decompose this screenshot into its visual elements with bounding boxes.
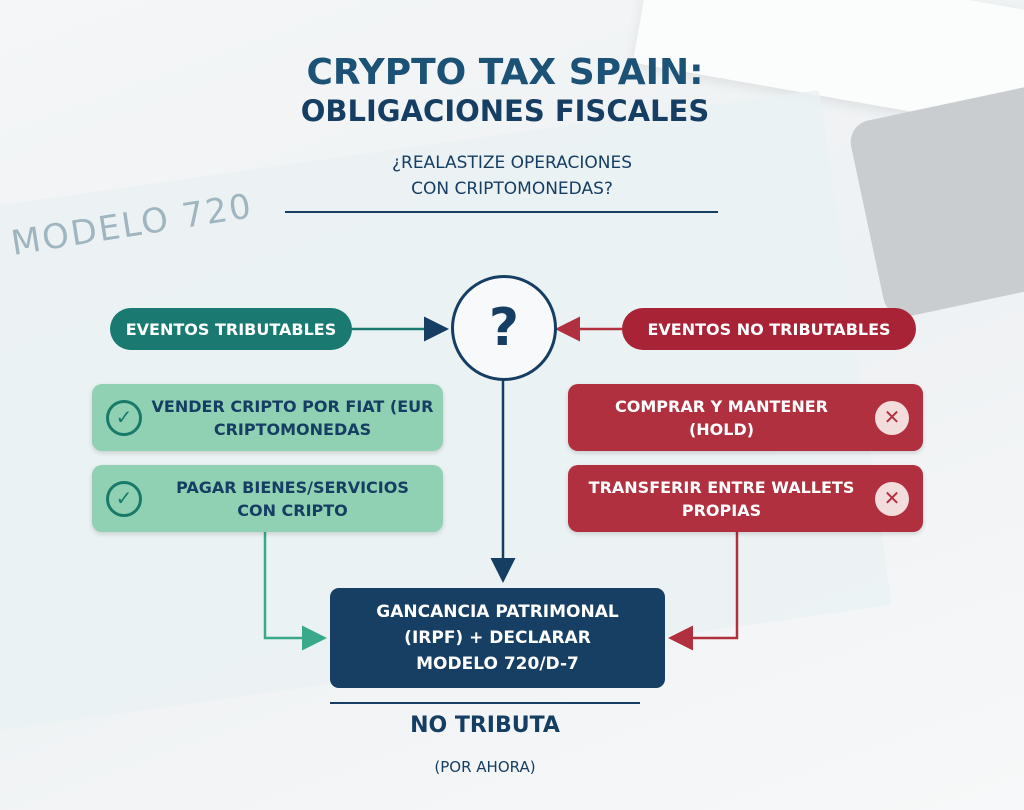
result-line: GANCANCIA PATRIMONAL: [376, 602, 619, 622]
item-text: VENDER CRIPTO POR FIAT (EUR: [151, 396, 434, 416]
no-tax-note: (POR AHORA): [434, 758, 536, 776]
item-text: CRIPTOMONEDAS: [213, 419, 372, 439]
arrow-taxable-to-result: [263, 532, 327, 651]
taxable-events-label: EVENTOS TRIBUTABLES: [110, 308, 352, 350]
x-circle-icon: ✕: [875, 400, 909, 435]
non-taxable-item-hold: COMPRAR Y MANTENER (HOLD) ✕: [568, 384, 923, 451]
check-circle-icon: ✓: [106, 480, 142, 517]
taxable-item-pay: ✓ PAGAR BIENES/SERVICIOS CON CRIPTO: [92, 465, 443, 532]
result-line: (IRPF) + DECLARAR: [404, 628, 591, 648]
taxable-item-sell: ✓ VENDER CRIPTO POR FIAT (EUR CRIPTOMONED…: [92, 384, 443, 451]
divider: [285, 211, 718, 213]
item-text: (HOLD): [688, 419, 755, 439]
question-line-1: ¿REALASTIZE OPERACIONES: [391, 153, 633, 173]
page-subtitle: OBLIGACIONES FISCALES: [300, 94, 710, 128]
non-taxable-item-transfer: TRANSFERIR ENTRE WALLETS PROPIAS ✕: [568, 465, 923, 532]
item-text: COMPRAR Y MANTENER: [615, 396, 828, 416]
item-text: PAGAR BIENES/SERVICIOS: [176, 477, 409, 497]
check-circle-icon: ✓: [106, 399, 142, 436]
question-line-2: CON CRIPTOMONEDAS?: [411, 179, 613, 199]
non-taxable-events-label: EVENTOS NO TRIBUTABLES: [622, 308, 916, 350]
question-mark-icon: ?: [451, 275, 557, 381]
page-title: CRYPTO TAX SPAIN:: [306, 52, 704, 93]
x-circle-icon: ✕: [875, 481, 909, 516]
item-text: CON CRIPTO: [237, 500, 348, 520]
result-line: MODELO 720/D-7: [416, 654, 579, 674]
item-text: TRANSFERIR ENTRE WALLETS: [588, 477, 855, 497]
result-box: GANCANCIA PATRIMONAL (IRPF) + DECLARAR MOD…: [330, 588, 665, 688]
result-divider: [330, 702, 640, 704]
item-text: PROPIAS: [681, 500, 762, 520]
no-tax-label: NO TRIBUTA: [410, 713, 560, 738]
arrow-nontaxable-to-result: [668, 532, 739, 651]
question-text: ¿REALASTIZE OPERACIONES CON CRIPTOMONEDA…: [0, 150, 1024, 202]
